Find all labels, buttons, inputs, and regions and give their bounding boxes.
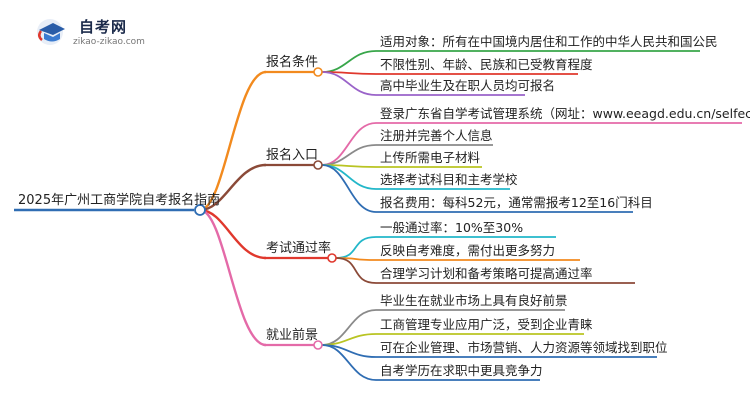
leaf-node[interactable]: 报名费用：每科52元，通常需报考12至16门科目 [380,195,653,210]
root-collapse-dot [194,204,206,216]
branch-node[interactable]: 就业前景 [266,328,319,343]
leaf-connector [321,344,377,381]
branch-node[interactable]: 报名条件 [266,55,319,70]
root-node[interactable]: 2025年广州工商学院自考报名指南 [18,193,221,208]
branch-node[interactable]: 考试通过率 [266,241,332,256]
graduation-cap-icon [37,19,65,45]
branch-connector [199,163,267,212]
leaf-node[interactable]: 自考学历在求职中更具竞争力 [380,363,543,378]
branch-connector [199,208,267,347]
leaf-node[interactable]: 注册并完善个人信息 [380,128,493,143]
leaf-node[interactable]: 一般通过率：10%至30% [380,220,524,235]
logo-title: 自考网 [79,18,128,36]
leaf-node[interactable]: 毕业生在就业市场上具有良好前景 [380,293,568,308]
leaf-node[interactable]: 可在企业管理、市场营销、人力资源等领域找到职位 [380,340,668,355]
leaf-node[interactable]: 选择考试科目和主考学校 [380,172,518,187]
leaf-node[interactable]: 登录广东省自学考试管理系统（网址：www.eeagd.edu.cn/selfec… [380,106,750,121]
leaf-connector [321,144,377,166]
branch-connector [199,70,267,212]
branch-node[interactable]: 报名入口 [266,148,319,163]
branch-collapse-dot [313,340,323,350]
leaf-node[interactable]: 上传所需电子材料 [380,150,481,165]
leaf-node[interactable]: 不限性别、年龄、民族和已受教育程度 [380,57,593,72]
leaf-connector [321,71,377,96]
leaf-connector [335,236,377,259]
leaf-connector [321,164,377,213]
leaf-node[interactable]: 工商管理专业应用广泛，受到企业青睐 [380,317,593,332]
leaf-connector [321,50,377,73]
branch-collapse-dot [313,67,323,77]
leaf-connector [335,257,377,284]
branch-collapse-dot [313,160,323,170]
leaf-node[interactable]: 适用对象：所有在中国境内居住和工作的中华人民共和国公民 [380,34,718,49]
branch-connector [199,208,267,260]
leaf-node[interactable]: 反映自考难度，需付出更多努力 [380,243,556,258]
branch-collapse-dot [327,253,337,263]
logo-url: zikao-zikao.com [73,37,145,47]
site-logo[interactable]: 自考网 zikao-zikao.com [33,14,153,50]
leaf-connector [321,164,377,190]
leaf-connector [321,122,377,166]
leaf-node[interactable]: 合理学习计划和备考策略可提高通过率 [380,266,593,281]
leaf-node[interactable]: 高中毕业生及在职人员均可报名 [380,78,556,93]
